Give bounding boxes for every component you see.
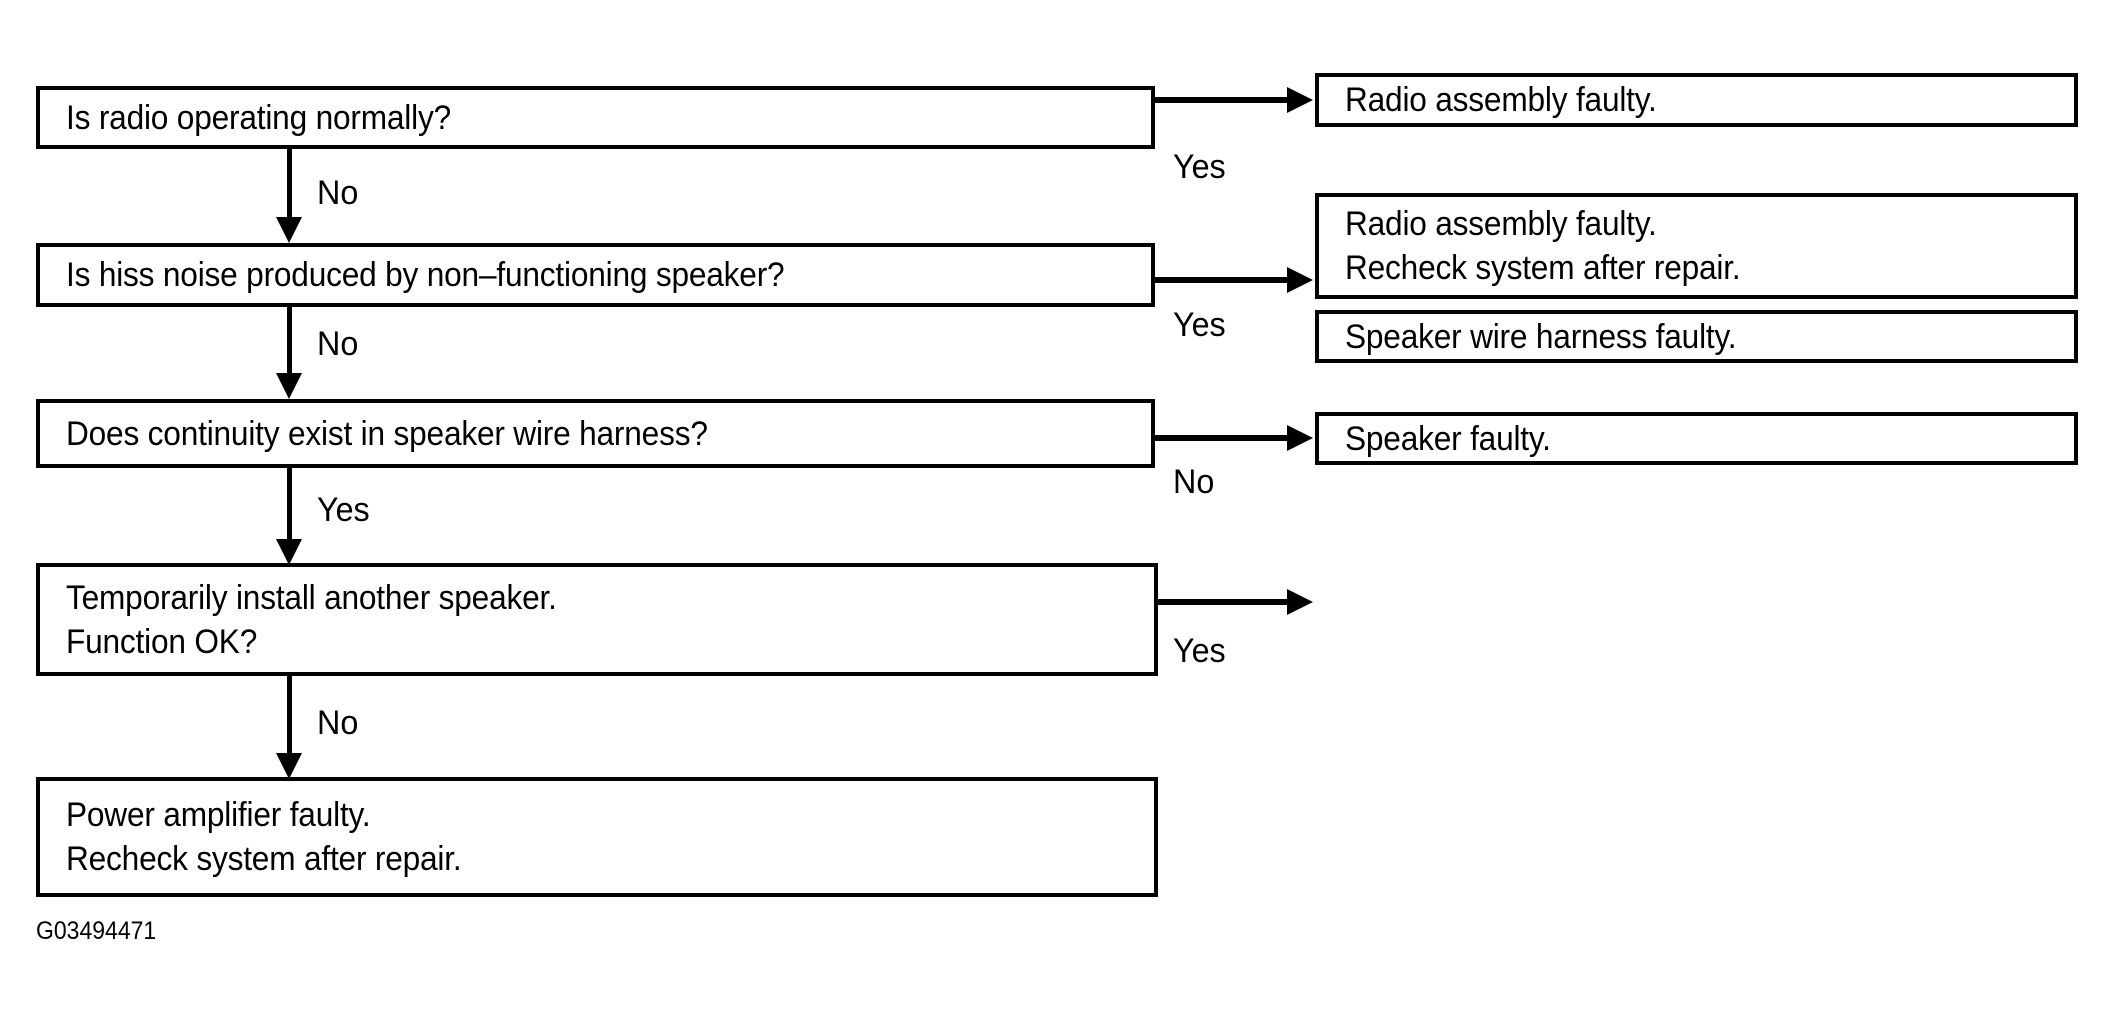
arrowhead-right-q1-to-r1	[1287, 87, 1313, 113]
branch-label-q1-yes: Yes	[1173, 148, 1226, 186]
node-text-line: Temporarily install another speaker.	[66, 578, 557, 617]
node-text-line: Is hiss noise produced by non–functionin…	[66, 256, 785, 294]
decision-node-continuity[interactable]: Does continuity exist in speaker wire ha…	[36, 399, 1155, 468]
decision-node-hiss-noise[interactable]: Is hiss noise produced by non–functionin…	[36, 243, 1155, 307]
connector-q1-to-r1	[1155, 97, 1289, 103]
outcome-node-radio-assembly-faulty[interactable]: Radio assembly faulty.	[1315, 73, 2078, 127]
arrowhead-down-q3-to-q4	[276, 539, 302, 565]
connector-q4-to-r4	[1158, 599, 1289, 605]
decision-node-install-another-speaker[interactable]: Temporarily install another speaker. Fun…	[36, 563, 1158, 676]
arrowhead-right-q4-to-r4	[1287, 589, 1313, 615]
branch-label-q3-yes: Yes	[317, 491, 370, 529]
node-text-line: Power amplifier faulty.	[66, 796, 371, 834]
node-text-line: Speaker wire harness faulty.	[1345, 317, 1737, 356]
branch-label-q4-no: No	[317, 704, 359, 742]
branch-label-q1-no: No	[317, 174, 359, 212]
node-text-line: Does continuity exist in speaker wire ha…	[66, 414, 708, 453]
connector-q4-to-q5	[287, 676, 292, 758]
outcome-node-speaker-wire-harness-faulty[interactable]: Speaker wire harness faulty.	[1315, 310, 2078, 363]
connector-q3-to-q4	[287, 468, 292, 544]
arrowhead-right-q2-to-r2	[1287, 267, 1313, 293]
connector-q1-to-q2	[287, 149, 292, 221]
outcome-node-power-amplifier-faulty[interactable]: Power amplifier faulty. Recheck system a…	[36, 777, 1158, 897]
node-text-line: Recheck system after repair.	[1345, 249, 1741, 287]
node-text-line: Radio assembly faulty.	[1345, 205, 1657, 243]
branch-label-q3-no: No	[1173, 463, 1215, 501]
branch-label-q2-yes: Yes	[1173, 306, 1226, 344]
arrowhead-down-q1-to-q2	[276, 217, 302, 243]
node-text-line: Function OK?	[66, 622, 258, 661]
connector-q3-to-r3	[1155, 435, 1289, 441]
node-text-line: Is radio operating normally?	[66, 98, 451, 137]
branch-label-q2-no: No	[317, 325, 359, 363]
decision-node-radio-operating[interactable]: Is radio operating normally?	[36, 86, 1155, 149]
outcome-node-radio-assembly-faulty-recheck[interactable]: Radio assembly faulty. Recheck system af…	[1315, 193, 2078, 299]
arrowhead-right-q3-to-r3	[1287, 425, 1313, 451]
node-text-line: Speaker faulty.	[1345, 419, 1551, 458]
node-text-line: Radio assembly faulty.	[1345, 81, 1657, 119]
arrowhead-down-q2-to-q3	[276, 373, 302, 399]
arrowhead-down-q4-to-q5	[276, 753, 302, 779]
connector-q2-to-q3	[287, 307, 292, 377]
figure-id-label: G03494471	[36, 917, 157, 945]
outcome-node-speaker-faulty[interactable]: Speaker faulty.	[1315, 412, 2078, 465]
node-text-line: Recheck system after repair.	[66, 840, 462, 878]
connector-q2-to-r2	[1155, 277, 1289, 283]
branch-label-q4-yes: Yes	[1173, 632, 1226, 670]
